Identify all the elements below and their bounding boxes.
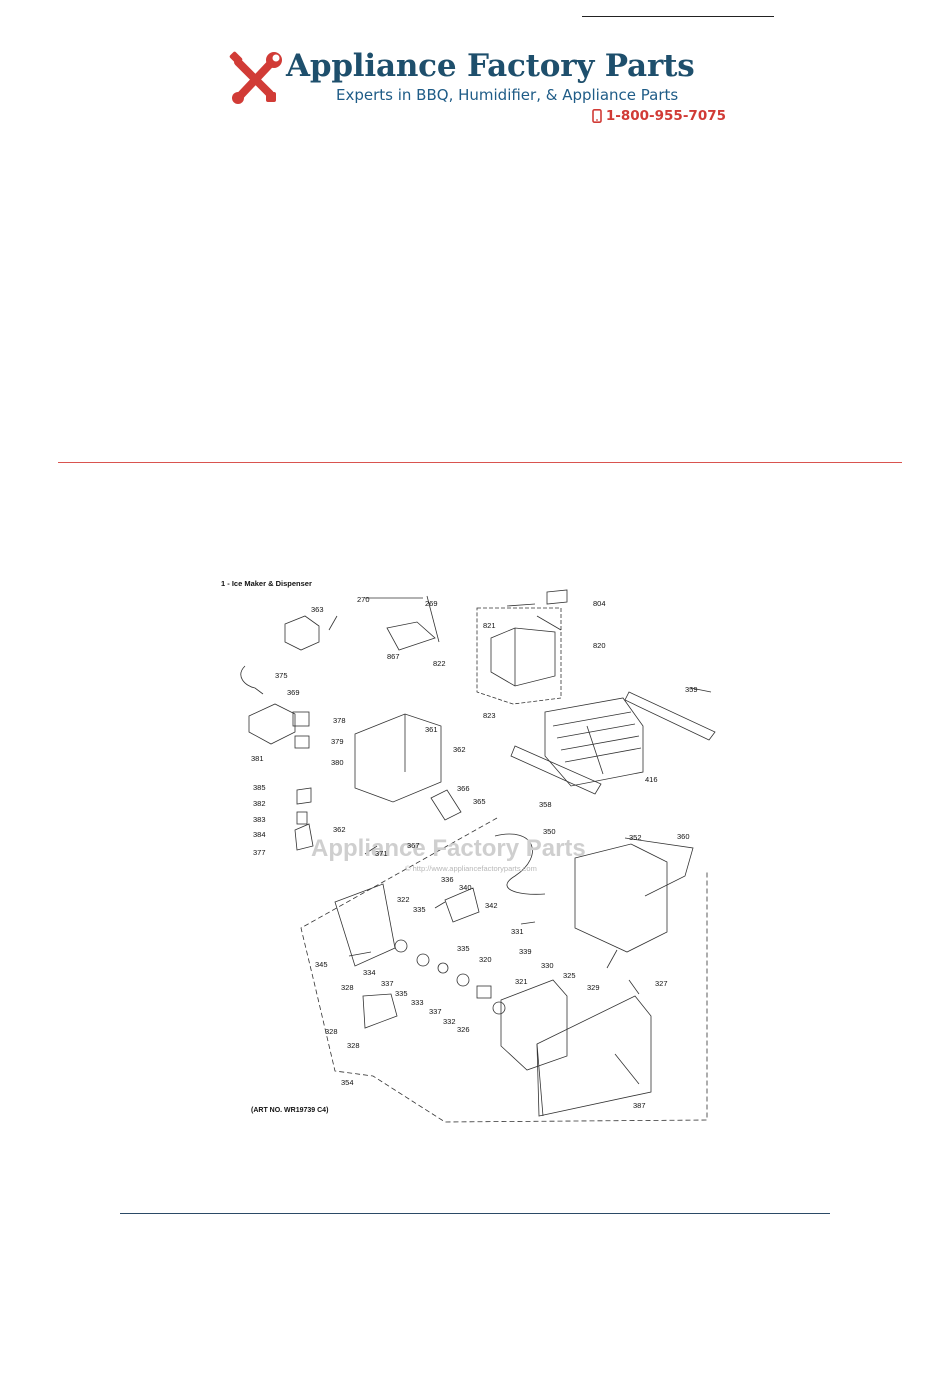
callout-label: 363: [311, 605, 324, 614]
callout-label: 375: [275, 671, 288, 680]
phone-text: 1-800-955-7075: [605, 108, 726, 124]
callout-label: 823: [483, 711, 496, 720]
callout-label: 327: [655, 979, 668, 988]
tagline: Experts in BBQ, Humidifier, & Appliance …: [336, 86, 679, 104]
section-divider-red: [58, 462, 902, 463]
callout-label: 387: [633, 1101, 646, 1110]
callout-label: 335: [457, 944, 470, 953]
watermark-url: © http://www.appliancefactoryparts.com: [405, 864, 537, 873]
callout-label: 361: [425, 725, 438, 734]
callout-label: 333: [411, 998, 424, 1007]
callout-label: 328: [325, 1027, 338, 1036]
diagram-title: 1 - Ice Maker & Dispenser: [221, 579, 312, 588]
callout-label: 269: [425, 599, 438, 608]
callout-label: 378: [333, 716, 346, 725]
callout-label: 822: [433, 659, 446, 668]
callout-label: 383: [253, 815, 266, 824]
callout-label: 384: [253, 830, 266, 839]
callout-label: 381: [251, 754, 264, 763]
callout-label: 337: [381, 979, 394, 988]
art-number: (ART NO. WR19739 C4): [251, 1107, 329, 1114]
callout-label: 339: [519, 947, 532, 956]
callout-label: 385: [253, 783, 266, 792]
callout-label: 335: [395, 989, 408, 998]
callout-label: 362: [333, 825, 346, 834]
callout-label: 335: [413, 905, 426, 914]
callout-label: 367: [407, 841, 420, 850]
callout-label: 358: [539, 800, 552, 809]
callout-label: 332: [443, 1017, 456, 1026]
mobile-phone-icon: [592, 109, 602, 123]
callout-label: 352: [629, 833, 642, 842]
section-divider-blue: [120, 1213, 830, 1214]
watermark: Appliance Factory Parts: [311, 835, 586, 862]
callout-label: 360: [677, 832, 690, 841]
callout-label: 330: [541, 961, 554, 970]
callout-label: 365: [473, 797, 486, 806]
callout-label: 382: [253, 799, 266, 808]
callout-label: 270: [357, 595, 370, 604]
callout-label: 369: [287, 688, 300, 697]
diagram-drawing: [240, 589, 716, 1123]
callout-label: 328: [341, 983, 354, 992]
callout-label: 380: [331, 758, 344, 767]
callout-label: 329: [587, 983, 600, 992]
callout-label: 820: [593, 641, 606, 650]
callout-label: 321: [515, 977, 528, 986]
callout-label: 821: [483, 621, 496, 630]
brand-name: Appliance Factory Parts: [286, 48, 695, 84]
callout-label: 416: [645, 775, 658, 784]
header-logo: Appliance Factory Parts Experts in BBQ, …: [228, 48, 728, 128]
callout-label: 359: [685, 685, 698, 694]
callout-label: 362: [453, 745, 466, 754]
callout-label: 325: [563, 971, 576, 980]
callout-label: 342: [485, 901, 498, 910]
wrench-screwdriver-icon: [229, 51, 282, 104]
callout-label: 336: [441, 875, 454, 884]
callout-label: 377: [253, 848, 266, 857]
callout-label: 337: [429, 1007, 442, 1016]
callout-label: 331: [511, 927, 524, 936]
callout-label: 320: [479, 955, 492, 964]
callout-label: 328: [347, 1041, 360, 1050]
callout-label: 366: [457, 784, 470, 793]
callout-label: 867: [387, 652, 400, 661]
phone-number[interactable]: 1-800-955-7075: [592, 108, 726, 124]
top-rule: [582, 16, 774, 17]
callout-label: 340: [459, 883, 472, 892]
exploded-parts-diagram: 1 - Ice Maker & Dispenser Appliance Fact…: [215, 576, 730, 1128]
callout-label: 322: [397, 895, 410, 904]
callout-label: 326: [457, 1025, 470, 1034]
callout-label: 371: [375, 849, 388, 858]
callout-label: 379: [331, 737, 344, 746]
callout-label: 350: [543, 827, 556, 836]
callout-label: 354: [341, 1078, 354, 1087]
callout-label: 334: [363, 968, 376, 977]
callout-label: 345: [315, 960, 328, 969]
callout-label: 804: [593, 599, 606, 608]
